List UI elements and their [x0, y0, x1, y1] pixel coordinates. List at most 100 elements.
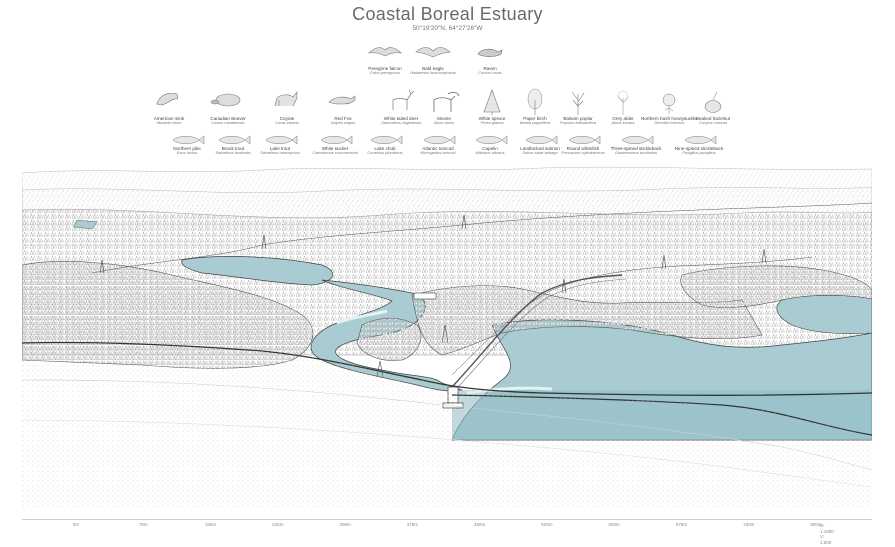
- scale-ratio-h: H: 1:1000: [820, 523, 834, 534]
- species-common-name: Balsam poplar: [563, 116, 593, 121]
- species-common-name: Northern pike: [173, 146, 201, 151]
- scale-tick-label: 300m: [339, 522, 351, 527]
- coyote-icon: [274, 91, 298, 107]
- species-latin-name: Prosopium cylindraceum: [561, 150, 605, 155]
- foreground-ground: [22, 342, 872, 510]
- scale-tick-label: 375m: [406, 522, 418, 527]
- scale-tick-label: 150m: [204, 522, 217, 527]
- scale-baseline: [22, 519, 872, 520]
- species-latin-name: Haliaeetus leucocephalus: [410, 70, 456, 75]
- fish-icon: [475, 135, 508, 145]
- scale-tick-label: 525m: [541, 522, 553, 527]
- coordinates-subtitle: 50°19'20"N, 64°27'26"W: [412, 25, 483, 32]
- species-latin-name: Microgadus tomcod: [420, 150, 456, 155]
- central-peninsula: [411, 285, 763, 356]
- species-common-name: Canadian Beaver: [210, 116, 246, 121]
- hazelnut-icon: [704, 91, 722, 113]
- spruce-icon: [483, 89, 501, 115]
- scale-tick-label: 450m: [473, 522, 486, 527]
- species-common-name: White sucker: [321, 146, 349, 151]
- species-common-name: Capelin: [482, 146, 498, 151]
- species-common-name: Landlocked salmon: [520, 146, 560, 151]
- scale-tick-label: 800m: [810, 522, 822, 527]
- species-latin-name: Falco peregrinus: [370, 70, 400, 75]
- alder-icon: [617, 90, 629, 115]
- scale-ratio-v: V: 1:500: [820, 534, 832, 545]
- species-common-name: Red Fox: [334, 116, 352, 121]
- bridge-road-edge: [457, 278, 627, 388]
- honeysuckle-icon: [662, 93, 676, 114]
- species-common-name: White spruce: [478, 116, 506, 121]
- fish-icon: [568, 135, 601, 145]
- species-latin-name: Couesius plumbeus: [367, 150, 403, 155]
- species-common-name: American mink: [153, 116, 185, 121]
- species-latin-name: Corvus corax: [478, 70, 502, 75]
- species-common-name: Northern bush honeysuckle: [641, 116, 697, 121]
- scale-tick-label: 750m: [743, 522, 755, 527]
- right-headland: [680, 265, 872, 308]
- species-common-name: Moose: [437, 116, 451, 121]
- falcon-icon: [368, 47, 402, 57]
- species-common-name: Three-spined stickleback: [610, 146, 662, 151]
- fish-icon: [525, 135, 558, 145]
- species-common-name: Lake trout: [269, 146, 291, 151]
- river-highlight: [336, 309, 388, 325]
- species-latin-name: Alnus incana: [611, 120, 635, 125]
- species-common-name: White tailed deer: [383, 116, 419, 121]
- species-common-name: Beaked hazelnut: [695, 116, 731, 121]
- fish-icon: [320, 135, 353, 145]
- upper-lake-small: [73, 219, 98, 230]
- species-common-name: Brook trout: [221, 146, 245, 151]
- species-latin-name: Salvelinus fontinalis: [215, 150, 251, 155]
- species-latin-name: Populus balsamifera: [559, 120, 597, 125]
- moose-icon: [433, 91, 460, 112]
- eagle-icon: [415, 47, 451, 58]
- scale-tick-label: 675m: [675, 522, 688, 527]
- page-title: Coastal Boreal Estuary: [352, 4, 543, 24]
- poplar-icon: [571, 91, 585, 115]
- ground-layer-line-2: [22, 419, 872, 488]
- scale-tick-label: 225m: [272, 522, 284, 527]
- species-latin-name: Mallotus villosus: [475, 150, 505, 155]
- bridge-road: [451, 274, 623, 388]
- species-common-name: Bald eagle: [422, 66, 444, 71]
- ground-layer-line: [22, 379, 872, 471]
- fish-icon: [172, 135, 205, 145]
- species-common-name: Nine-spined stickleback: [674, 146, 724, 151]
- species-common-name: Raven: [483, 66, 497, 71]
- mid-island: [356, 317, 422, 361]
- species-common-name: Atlantic tomcod: [422, 146, 454, 151]
- mink-icon: [156, 93, 179, 106]
- species-common-name: Peregrine falcon: [368, 66, 402, 71]
- deer-icon: [392, 89, 415, 110]
- power-line-2: [451, 256, 813, 376]
- fish-icon: [423, 135, 456, 145]
- species-common-name: Coyote: [279, 116, 295, 121]
- species-latin-name: Canis latrans: [275, 120, 299, 125]
- fish-icon: [370, 135, 403, 145]
- species-latin-name: Salvelinus namaycush: [260, 150, 300, 155]
- species-latin-name: Pungitius pungitius: [682, 150, 716, 155]
- species-latin-name: Betula papyrifera: [519, 120, 551, 125]
- fox-icon: [328, 95, 356, 105]
- species-latin-name: Mustela vison: [156, 120, 182, 125]
- raven-icon: [477, 48, 503, 57]
- species-common-name: Round whitefish: [566, 146, 600, 151]
- dam-wall: [413, 292, 437, 300]
- power-line: [91, 202, 872, 274]
